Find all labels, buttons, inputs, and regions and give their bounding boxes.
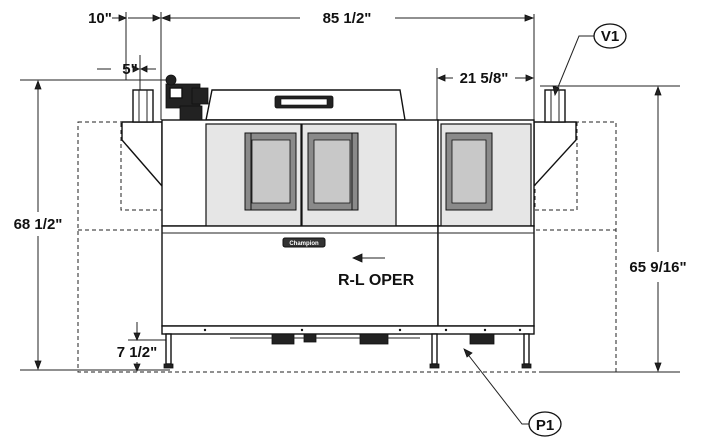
dim-section-width: 21 5/8" xyxy=(460,70,509,87)
dim-right-height: 65 9/16" xyxy=(629,259,686,276)
booster-pump xyxy=(165,74,209,121)
dishwasher-machine: Champion R-L OPER xyxy=(121,74,577,369)
dimension-lines xyxy=(34,14,662,373)
underside-plumbing xyxy=(230,333,495,345)
right-hood xyxy=(533,121,577,188)
direction-label: R-L OPER xyxy=(338,272,415,289)
direction-arrow-icon xyxy=(352,253,363,263)
callout-p1: P1 xyxy=(463,348,562,437)
callout-v1-label: V1 xyxy=(601,28,619,45)
dim-vent-offset: 5" xyxy=(122,61,137,78)
dim-overall-width: 85 1/2" xyxy=(323,10,372,27)
dim-left-height: 68 1/2" xyxy=(14,216,63,233)
left-hood xyxy=(121,121,163,188)
extension-lines xyxy=(20,12,680,373)
brand-logo xyxy=(282,237,326,248)
legs xyxy=(163,333,532,369)
callout-v1: V1 xyxy=(552,23,627,97)
brand-logo-text: Champion xyxy=(289,241,319,247)
lower-cabinet-right xyxy=(437,225,535,327)
callout-p1-label: P1 xyxy=(536,417,554,434)
dim-left-offset: 10" xyxy=(88,10,112,27)
dim-leg-height: 7 1/2" xyxy=(117,344,157,361)
